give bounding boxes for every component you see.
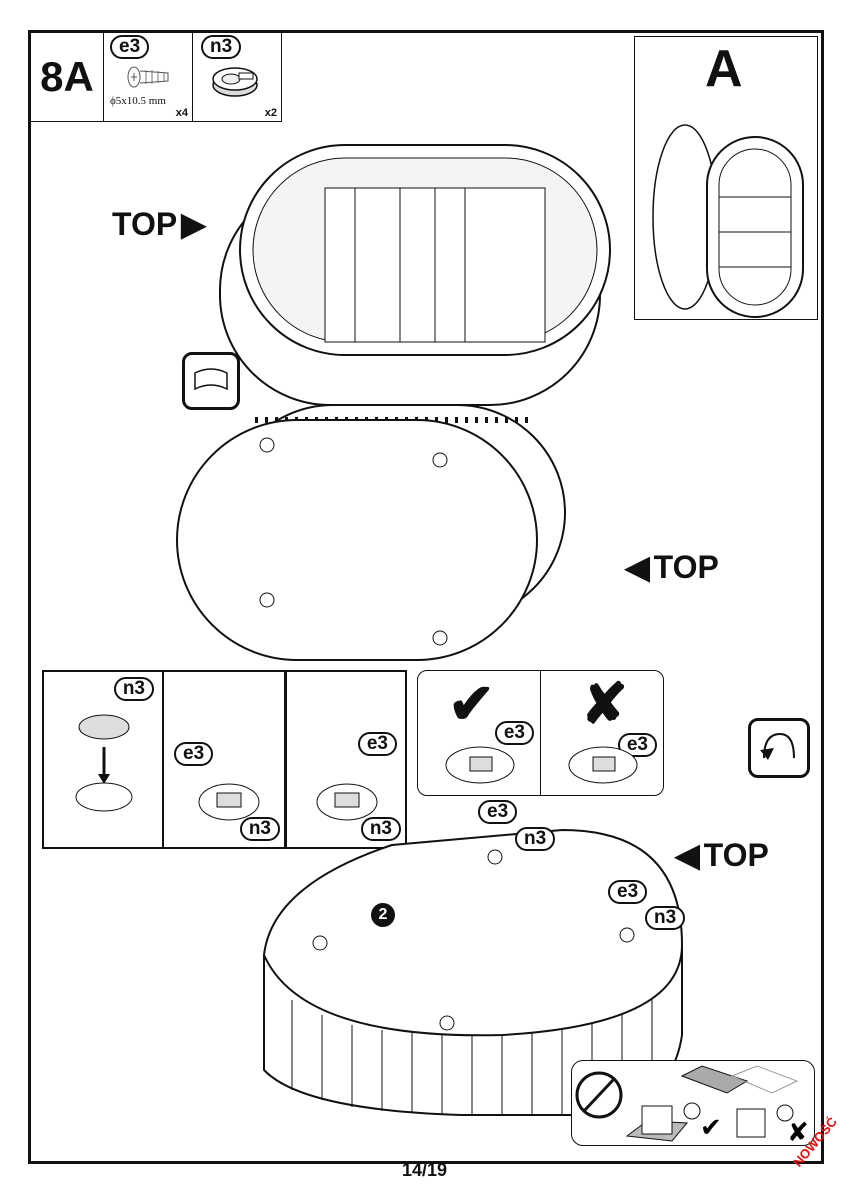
part-code: n3 xyxy=(239,817,280,841)
assembly-number-badge: 2 xyxy=(371,903,395,927)
correct-orientation: ✔ e3 xyxy=(417,670,541,796)
cam-lock-icon xyxy=(212,67,258,97)
top-text: TOP xyxy=(703,836,769,873)
cross-icon: ✘ xyxy=(581,672,628,735)
part-code: e3 xyxy=(110,35,150,59)
reference-panel: A xyxy=(634,36,818,320)
part-code: e3 xyxy=(478,800,518,824)
cabinet-frame-illustration xyxy=(219,144,611,406)
part-dimension: ϕ5x10.5 mm xyxy=(110,95,166,107)
part-code: n3 xyxy=(113,677,154,701)
part-e3: e3 ϕ5x10.5 mm x4 xyxy=(104,33,193,121)
cam-screw-illustration xyxy=(316,783,378,821)
arrow-left-icon: ◀ xyxy=(625,549,650,585)
part-code: n3 xyxy=(645,906,686,930)
parts-header: 8A e3 ϕ5x10.5 mm x4 n3 x2 xyxy=(31,33,282,122)
svg-text:✔: ✔ xyxy=(700,1113,722,1143)
part-code: n3 xyxy=(515,827,556,851)
rotate-instruction-icon xyxy=(182,352,240,410)
screw-icon xyxy=(127,66,169,88)
part-code: n3 xyxy=(360,817,401,841)
part-code: e3 xyxy=(608,880,648,904)
step-number: 8A xyxy=(31,33,104,121)
page-frame xyxy=(28,30,824,1164)
part-code: e3 xyxy=(357,732,397,756)
part-quantity: x4 xyxy=(175,107,188,119)
top-label-3: ◀ TOP xyxy=(675,836,769,874)
cam-screw-illustration xyxy=(198,783,260,821)
arrow-left-icon: ◀ xyxy=(675,837,700,873)
arrow-right-icon: ▶ xyxy=(181,206,206,242)
floor-protection-notice: ✔ ✘ xyxy=(571,1060,815,1148)
sad-face-icon xyxy=(776,1104,794,1122)
part-n3: n3 x2 xyxy=(193,33,281,121)
substep-insert-screw-2: e3 n3 xyxy=(285,670,407,849)
part-code: n3 xyxy=(201,35,242,59)
reference-label: A xyxy=(705,40,743,98)
page-number: 14/19 xyxy=(401,1160,448,1180)
flip-instruction-icon xyxy=(748,718,810,778)
smiley-icon xyxy=(683,1102,701,1120)
cam-insert-illustration xyxy=(75,714,133,812)
no-hands-icon xyxy=(575,1071,623,1119)
top-label-2: ◀ TOP xyxy=(625,548,719,586)
substep-insert-cam: n3 xyxy=(42,670,164,849)
top-text: TOP xyxy=(112,205,178,242)
checkmark-icon: ✔ xyxy=(448,672,495,735)
svg-text:✘: ✘ xyxy=(787,1118,809,1148)
cabinet-open-illustration xyxy=(652,124,804,318)
wrong-orientation: ✘ e3 xyxy=(540,670,664,796)
top-text: TOP xyxy=(653,548,719,585)
substep-insert-screw-1: e3 n3 xyxy=(162,670,286,849)
cabinet-back-illustration xyxy=(176,404,566,661)
part-code: e3 xyxy=(494,721,534,745)
part-quantity: x2 xyxy=(264,107,277,119)
top-label-1: TOP ▶ xyxy=(112,205,206,243)
part-code: e3 xyxy=(174,742,214,766)
